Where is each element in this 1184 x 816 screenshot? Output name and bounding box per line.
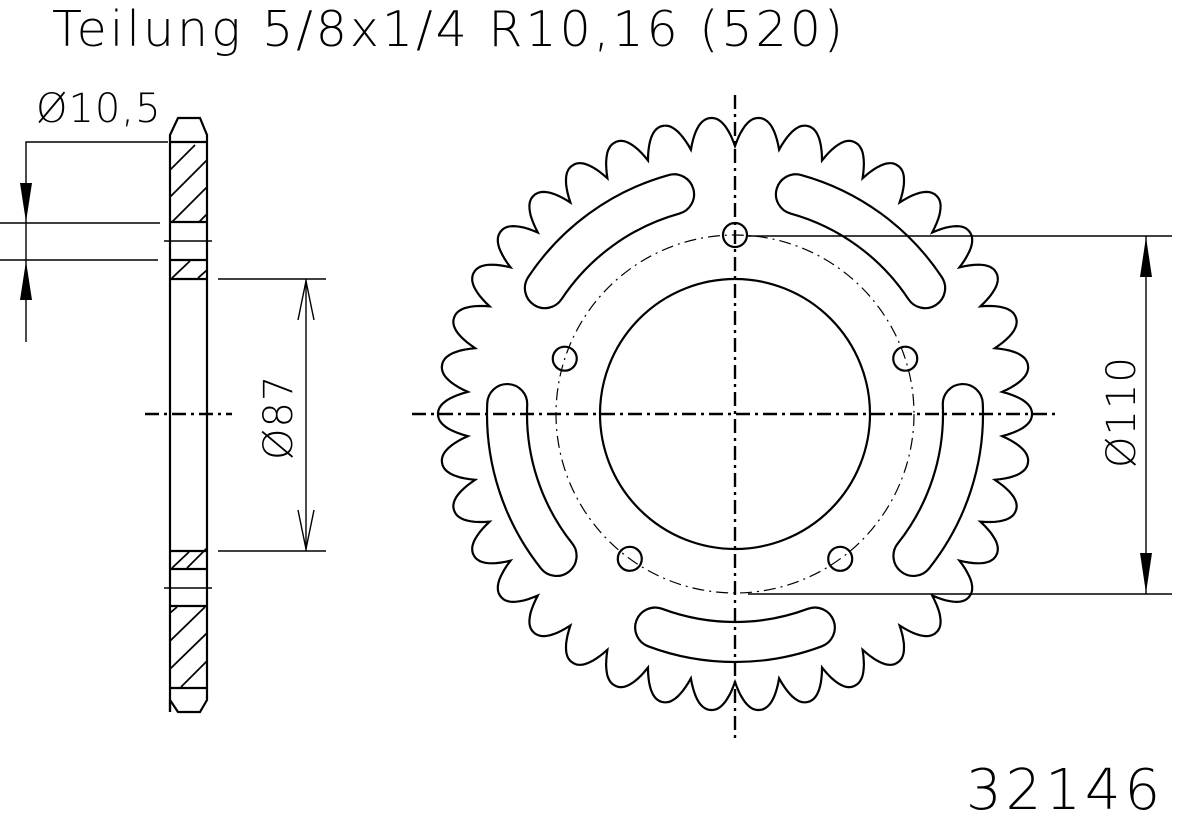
lightening-slot	[774, 173, 947, 310]
drawing-title: Teilung 5/8x1/4 R10,16 (520)	[52, 1, 846, 58]
bolt-hole	[827, 545, 854, 572]
lightening-slot	[485, 382, 578, 578]
front-view: Ø110	[412, 95, 1172, 740]
bolt-circle-diameter-label: Ø110	[1099, 356, 1145, 468]
bore-diameter-label: Ø87	[256, 375, 302, 460]
bolt-hole-dimension: Ø10,5	[0, 86, 168, 342]
side-profile	[168, 116, 209, 714]
lightening-slot	[523, 173, 696, 310]
bore-dimension: Ø87	[218, 278, 326, 552]
side-view: Ø10,5 Ø87	[0, 86, 326, 714]
bolt-hole	[551, 345, 578, 372]
bolt-hole	[616, 545, 643, 572]
lightening-slot	[634, 606, 836, 664]
bolt-hole	[892, 345, 919, 372]
lightening-slots	[485, 173, 985, 664]
lightening-slot	[892, 382, 985, 578]
bolt-hole-diameter-label: Ø10,5	[36, 86, 162, 132]
section-hatching	[169, 144, 208, 688]
bolt-circle-dimension: Ø110	[748, 235, 1172, 595]
part-number: 32146	[966, 758, 1164, 816]
